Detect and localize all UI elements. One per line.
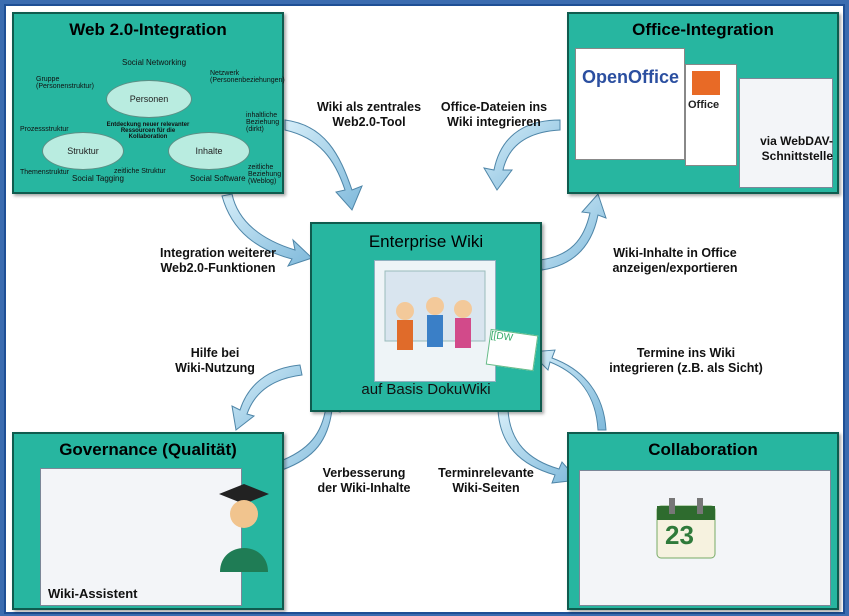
office-logo: Office [688,99,720,111]
label-integration: Integration weiterer Web2.0-Funktionen [160,246,276,275]
arrow-center-to-governance [231,364,303,431]
zeitliche-struktur-label: zeitliche Struktur [114,168,166,175]
entdeckung-label: Entdeckung neuer relevanter Ressourcen f… [106,122,190,140]
office-logo-icon [692,71,720,95]
enterprise-wiki-box: Enterprise Wiki [[DW auf Basis DokuWiki [310,222,542,412]
social-software-label: Social Software [190,174,246,183]
arrow-office-to-center [482,119,561,191]
web20-box: Web 2.0-Integration Social Networking Pe… [12,12,285,194]
label-wiki-tool: Wiki als zentrales Web2.0-Tool [316,100,422,129]
governance-caption: Wiki-Assistent [48,586,138,601]
social-networking-label: Social Networking [122,58,187,67]
personen-label: Personen [129,94,169,104]
struktur-label: Struktur [67,146,99,156]
gruppe-label: Gruppe (Personenstruktur) [36,76,94,90]
zeitliche-beziehung-label: zeitliche Beziehung (Weblog) [248,164,282,185]
label-wiki-office: Wiki-Inhalte in Office anzeigen/exportie… [612,246,738,275]
office-box: Office-Integration OpenOffice Office via… [567,12,839,194]
arrow-web20-from-center [221,193,313,267]
openoffice-document: OpenOffice [575,48,685,160]
arrow-center-to-office [539,193,607,271]
web20-title: Web 2.0-Integration [69,20,227,39]
governance-box: Governance (Qualität) Wiki-Assistent [12,432,284,610]
netzwerk-label: Netzwerk (Personenbeziehungen) [210,70,285,84]
webdav-screenshot [739,78,833,188]
arrow-web20-to-center [284,119,363,211]
dokuwiki-badge: [[DW [485,328,539,372]
label-terminrelevante: Terminrelevante Wiki-Seiten [438,466,534,495]
graduate-icon [219,484,269,572]
label-verbesserung: Verbesserung der Wiki-Inhalte [317,466,411,495]
dokuwiki-badge-text: [[DW [490,329,514,344]
inhalte-ellipse: Inhalte [168,132,250,170]
struktur-ellipse: Struktur [42,132,124,170]
enterprise-wiki-caption: auf Basis DokuWiki [361,381,491,398]
label-termine: Termine ins Wiki integrieren (z.B. als S… [609,346,763,375]
openoffice-logo: OpenOffice [582,67,680,87]
office-title: Office-Integration [632,20,774,39]
people-icon [384,270,486,350]
wiki-illustration [374,260,496,382]
calendar-day: 23 [665,520,694,550]
personen-ellipse: Personen [106,80,192,118]
themenstruktur-label: Themenstruktur [20,169,70,176]
inhaltliche-label: inhaltliche Beziehung (dirkt) [246,112,280,133]
label-hilfe: Hilfe bei Wiki-Nutzung [175,346,255,375]
governance-screenshot [40,468,242,606]
enterprise-wiki-title: Enterprise Wiki [368,232,484,251]
calendar-icon [656,498,716,559]
collaboration-box: Collaboration 23 [567,432,839,610]
office-caption: via WebDAV- Schnittstelle [760,134,833,163]
social-tagging-label: Social Tagging [72,174,124,183]
collaboration-title: Collaboration [648,440,758,459]
inhalte-label: Inhalte [195,146,223,156]
prozessstruktur-label: Prozessstruktur [20,126,69,133]
governance-title: Governance (Qualität) [59,440,237,459]
office-document: Office [685,64,737,166]
label-office-files: Office-Dateien ins Wiki integrieren [440,100,548,129]
